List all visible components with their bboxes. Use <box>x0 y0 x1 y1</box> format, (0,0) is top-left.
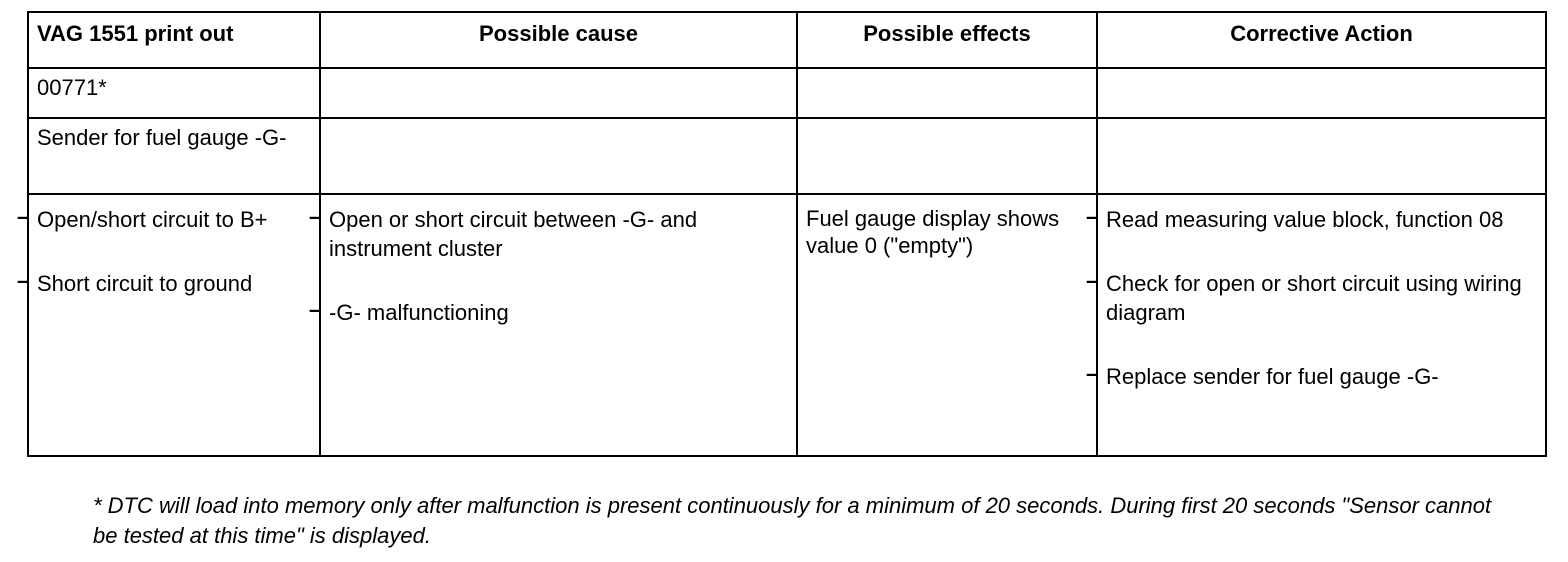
dtc-code: 00771* <box>27 67 321 119</box>
table-row: – Open/short circuit to B+ – Short circu… <box>17 193 1547 457</box>
header-possible-effects: Possible effects <box>796 11 1098 69</box>
cause-list: – Open or short circuit between -G- and … <box>309 204 788 327</box>
printout-cell: – Open/short circuit to B+ – Short circu… <box>17 193 321 457</box>
action-item-text: Read measuring value block, function 08 <box>1106 207 1504 232</box>
list-item: – Read measuring value block, function 0… <box>1086 204 1537 234</box>
effect-text: Fuel gauge display shows value 0 ("empty… <box>806 206 1060 258</box>
cause-item-text: Open or short circuit between -G- and in… <box>329 207 698 261</box>
footnote: * DTC will load into memory only after m… <box>93 493 1492 548</box>
empty-cell <box>796 67 1098 119</box>
dtc-table: VAG 1551 print out Possible cause Possib… <box>17 11 1547 457</box>
empty-cell <box>1096 117 1547 195</box>
list-item: – Check for open or short circuit using … <box>1086 268 1537 327</box>
cause-cell: – Open or short circuit between -G- and … <box>309 193 798 457</box>
header-corrective-action: Corrective Action <box>1096 11 1547 69</box>
printout-item-text: Open/short circuit to B+ <box>37 207 268 232</box>
printout-item-text: Short circuit to ground <box>37 271 253 296</box>
header-possible-cause: Possible cause <box>319 11 798 69</box>
list-item: – Open or short circuit between -G- and … <box>309 204 788 263</box>
header-printout: VAG 1551 print out <box>27 11 321 69</box>
dash-icon: – <box>1086 361 1099 386</box>
component-name: Sender for fuel gauge -G- <box>27 117 321 195</box>
action-cell: – Read measuring value block, function 0… <box>1086 193 1547 457</box>
dash-icon: – <box>309 204 322 229</box>
effects-cell: Fuel gauge display shows value 0 ("empty… <box>796 193 1098 457</box>
list-item: – Open/short circuit to B+ <box>17 204 311 234</box>
table-row: 00771* <box>27 67 1547 119</box>
cause-item-text: -G- malfunctioning <box>329 300 509 325</box>
list-item: – -G- malfunctioning <box>309 297 788 327</box>
dash-icon: – <box>17 204 30 229</box>
action-list: – Read measuring value block, function 0… <box>1086 204 1537 391</box>
table-header-row: VAG 1551 print out Possible cause Possib… <box>27 11 1547 69</box>
action-item-text: Replace sender for fuel gauge -G- <box>1106 364 1439 389</box>
list-item: – Short circuit to ground <box>17 268 311 298</box>
dash-icon: – <box>1086 204 1099 229</box>
dash-icon: – <box>17 268 30 293</box>
empty-cell <box>1096 67 1547 119</box>
printout-list: – Open/short circuit to B+ – Short circu… <box>17 204 311 298</box>
table-row: Sender for fuel gauge -G- <box>27 117 1547 195</box>
empty-cell <box>796 117 1098 195</box>
action-item-text: Check for open or short circuit using wi… <box>1106 271 1522 325</box>
empty-cell <box>319 117 798 195</box>
list-item: – Replace sender for fuel gauge -G- <box>1086 361 1537 391</box>
dash-icon: – <box>1086 268 1099 293</box>
empty-cell <box>319 67 798 119</box>
dash-icon: – <box>309 297 322 322</box>
